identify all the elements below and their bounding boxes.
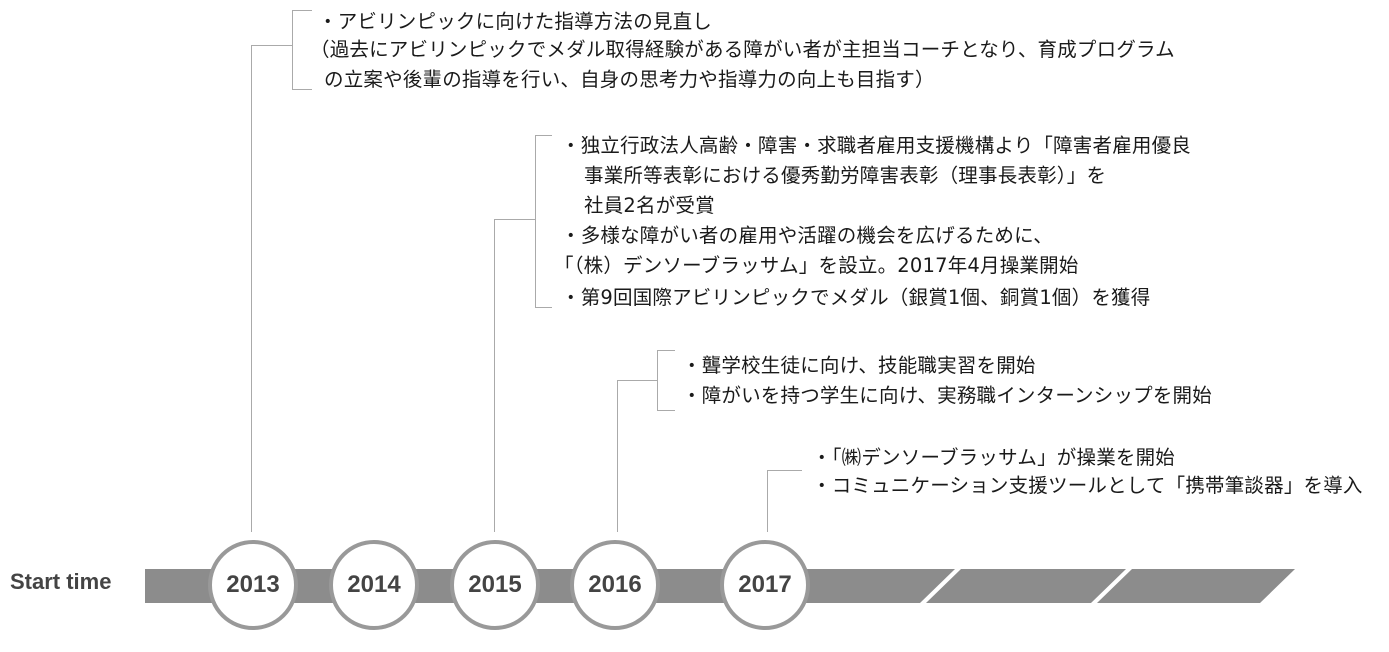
event-2015-line-1: ・独立行政法人高齢・障害・求職者雇用支援機構より「障害者雇用優良 <box>561 134 1192 157</box>
bracket-2016-bottom <box>657 410 675 411</box>
event-2017-line-2: ・コミュニケーション支援ツールとして「携帯筆談器」を導入 <box>812 474 1363 497</box>
connector-2016-horizontal <box>617 380 658 381</box>
year-circle-2015: 2015 <box>450 540 540 630</box>
connector-2016-vertical <box>617 380 618 532</box>
bracket-2013-bottom <box>292 89 312 90</box>
connector-2017-horizontal <box>767 470 802 471</box>
connector-2013-vertical <box>251 45 252 532</box>
event-2015-line-5: 「（株）デンソーブラッサム」を設立。2017年4月操業開始 <box>554 254 1079 277</box>
event-2016-line-1: ・聾学校生徒に向け、技能職実習を開始 <box>682 354 1036 377</box>
bracket-2015-bottom <box>535 307 552 308</box>
event-2015-line-4: ・多様な障がい者の雇用や活躍の機会を広げるために、 <box>561 224 1053 247</box>
event-2015-line-2: 事業所等表彰における優秀勤労障害表彰（理事長表彰）」を <box>584 164 1107 187</box>
event-2015-line-3: 社員2名が受賞 <box>584 194 715 217</box>
connector-2013-horizontal <box>251 45 293 46</box>
event-2013-line-2: （過去にアビリンピックでメダル取得経験がある障がい者が主担当コーチとなり、育成プ… <box>310 38 1175 61</box>
bracket-2015 <box>535 135 536 307</box>
bracket-2016 <box>657 350 658 410</box>
year-circle-2017: 2017 <box>720 540 810 630</box>
connector-2017-vertical <box>767 470 768 532</box>
connector-2015-horizontal <box>494 219 536 220</box>
year-circle-2016: 2016 <box>570 540 660 630</box>
event-2015-line-6: ・第9回国際アビリンピックでメダル（銀賞1個、銅賞1個）を獲得 <box>561 286 1151 309</box>
event-2016-line-2: ・障がいを持つ学生に向け、実務職インターンシップを開始 <box>682 384 1212 407</box>
year-circle-2014: 2014 <box>329 540 419 630</box>
year-circle-2013: 2013 <box>208 540 298 630</box>
timeline-bar-segment-2 <box>926 569 1126 603</box>
bracket-2013 <box>292 10 293 89</box>
bracket-2016-top <box>657 350 675 351</box>
start-time-label: Start time <box>10 569 112 594</box>
timeline-bar-segment-3 <box>1097 569 1295 603</box>
bracket-2013-top <box>292 10 312 11</box>
event-2017-line-1: ・「㈱デンソーブラッサム」が操業を開始 <box>812 446 1175 469</box>
event-2013-line-1: ・アビリンピックに向けた指導方法の見直し <box>318 10 713 33</box>
event-2013-line-3: の立案や後輩の指導を行い、自身の思考力や指導力の向上も目指す） <box>324 68 935 91</box>
bracket-2015-top <box>535 135 552 136</box>
connector-2015-vertical <box>494 219 495 532</box>
